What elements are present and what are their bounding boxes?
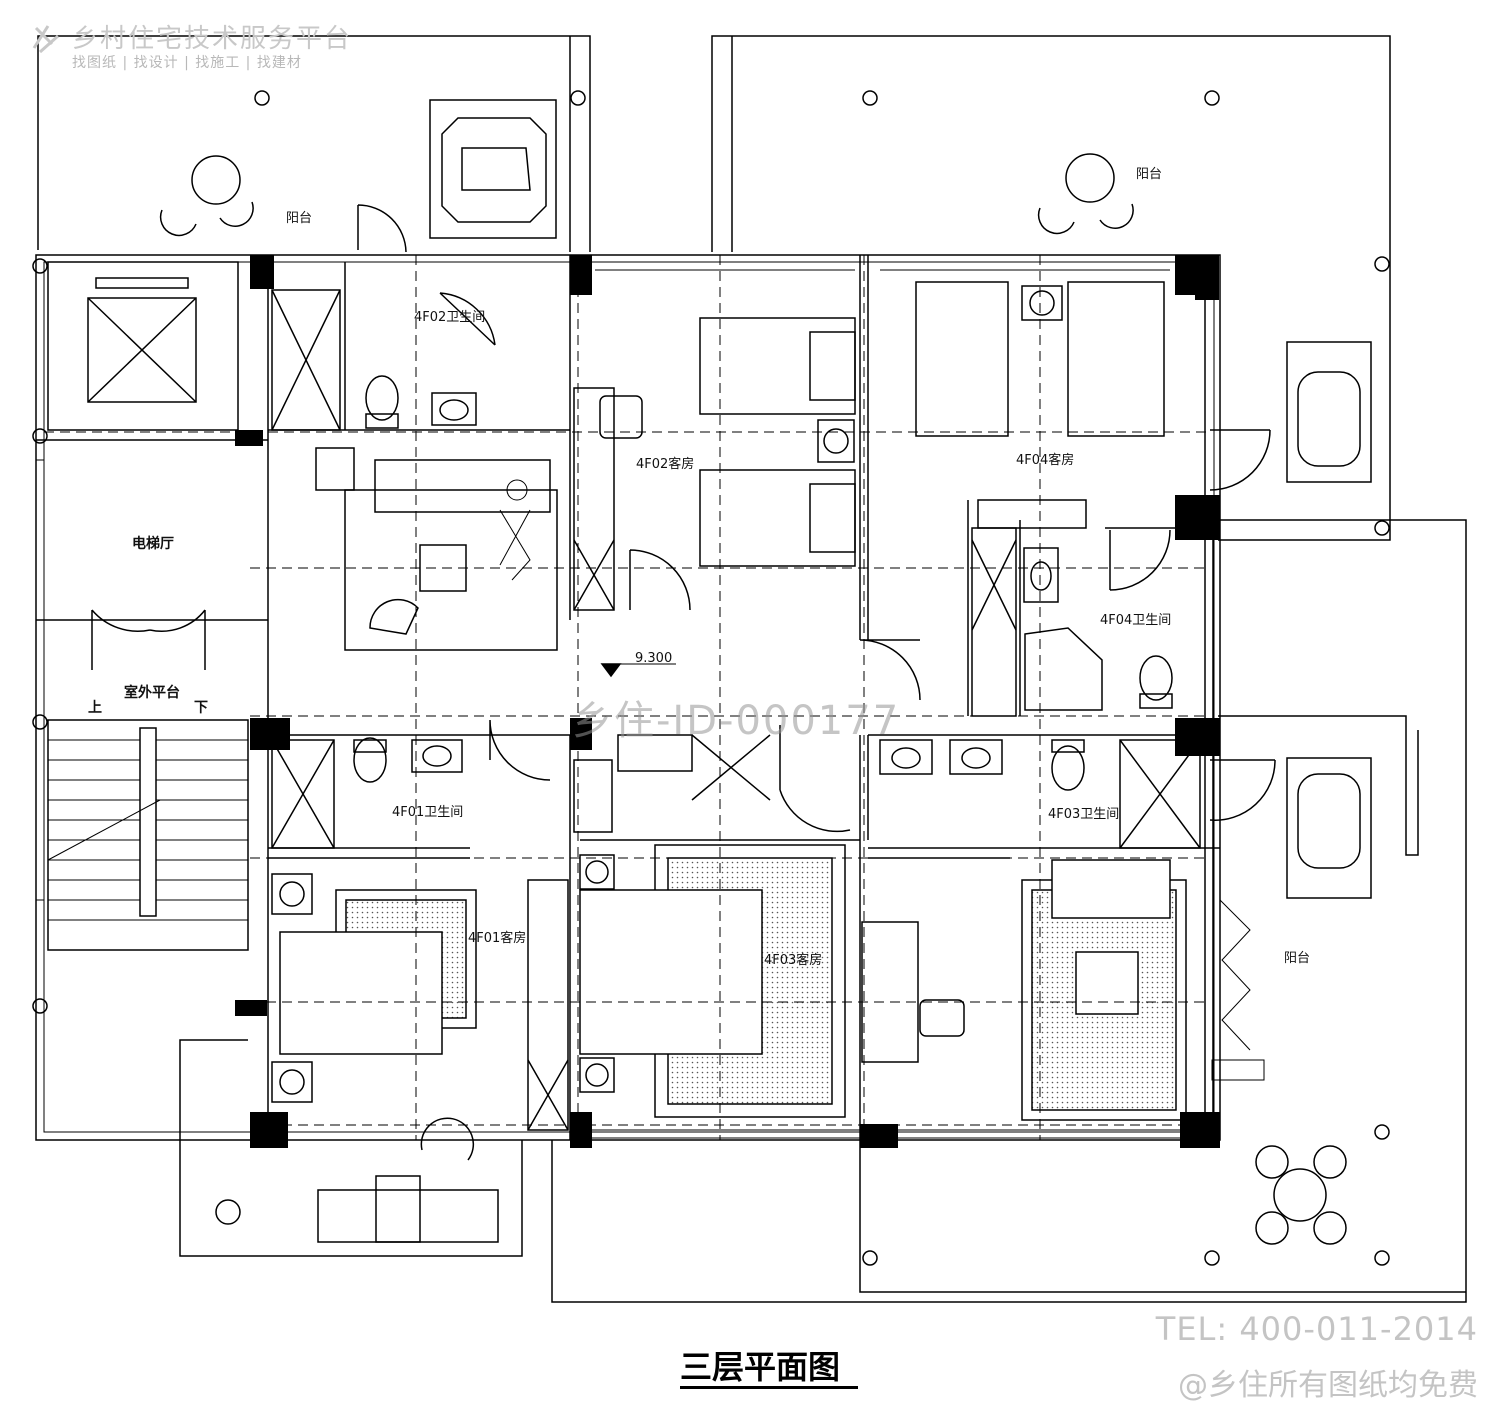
bed-4f01 <box>279 931 443 1055</box>
drawing-title: 三层平面图 <box>680 1348 841 1386</box>
label-bath-4f02: 4F02卫生间 <box>414 310 485 325</box>
elevator-shaft <box>47 261 239 431</box>
label-bath-4f04: 4F04卫生间 <box>1100 613 1171 628</box>
bathtub-4f04 <box>1286 341 1372 483</box>
watermark-services: 找图纸 | 找设计 | 找施工 | 找建材 <box>72 55 302 71</box>
watermark-free-note: @乡住所有图纸均免费 <box>1178 1368 1478 1403</box>
label-balcony-e: 阳台 <box>1284 951 1310 966</box>
balcony-se-outline <box>859 1140 1466 1293</box>
title-underline <box>680 1386 858 1389</box>
balcony-sw-outline <box>179 1039 523 1257</box>
bed-4f04-left <box>915 281 1009 437</box>
label-elevation: 9.300 <box>635 651 672 666</box>
label-guest-4f02: 4F02客房 <box>636 456 694 472</box>
label-stair-down: 下 <box>194 700 208 716</box>
bed-4f04-right <box>1067 281 1165 437</box>
label-stair-up: 上 <box>88 700 102 716</box>
jacuzzi <box>429 99 557 239</box>
label-bath-4f03: 4F03卫生间 <box>1048 807 1119 822</box>
balcony-e-outline <box>1218 715 1419 856</box>
balcony-ne-outline <box>711 35 1391 541</box>
label-balcony-nw: 阳台 <box>286 211 312 226</box>
label-bath-4f01: 4F01卫生间 <box>392 805 463 820</box>
balcony-nw-outline <box>37 35 591 252</box>
label-guest-4f03: 4F03客房 <box>764 952 822 968</box>
watermark-brand: 乡村住宅技术服务平台 <box>72 24 353 54</box>
watermark-tel: TEL: 400-011-2014 <box>1155 1310 1478 1348</box>
staircase <box>47 719 249 951</box>
bed-4f03 <box>579 889 763 1055</box>
brand-logo-icon <box>32 25 59 54</box>
label-guest-4f04: 4F04客房 <box>1016 452 1074 468</box>
building-outline <box>35 254 1221 1141</box>
label-outdoor-platform: 室外平台 <box>124 684 180 701</box>
bathtub-4f03 <box>1286 757 1372 899</box>
label-balcony-ne: 阳台 <box>1136 167 1162 182</box>
watermark-drawing-id: 乡住-ID-000177 <box>572 698 901 744</box>
label-elevator-hall: 电梯厅 <box>132 535 174 552</box>
label-guest-4f01: 4F01客房 <box>468 930 526 946</box>
